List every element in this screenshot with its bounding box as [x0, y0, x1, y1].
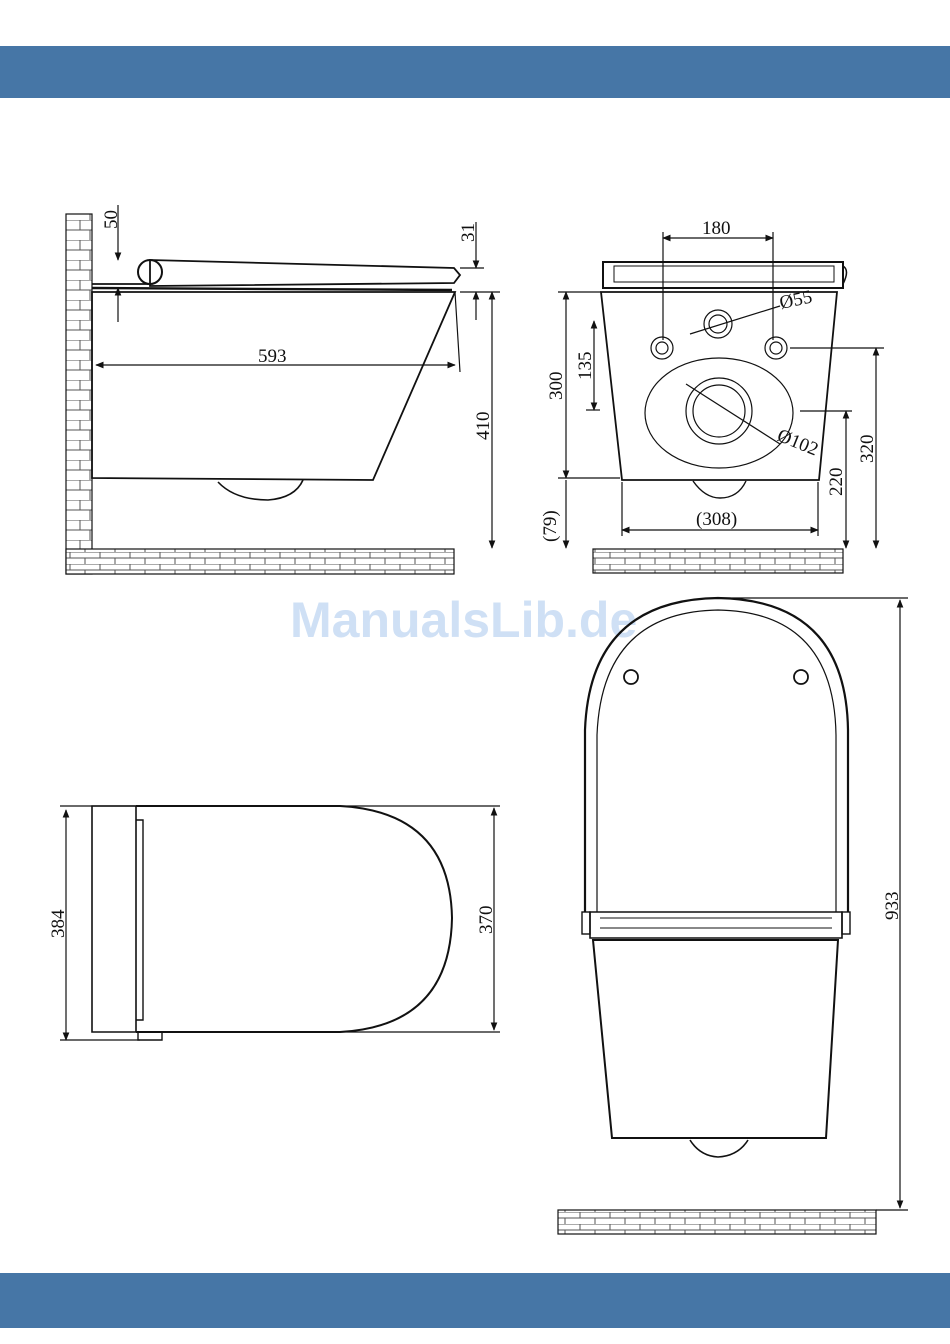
front-dim-308: (308) [696, 509, 737, 530]
side-dim-593: 593 [258, 346, 287, 367]
top-dim-370: 370 [476, 906, 497, 935]
wall-bricks [66, 214, 92, 574]
watermark: ManualsLib.de [290, 592, 637, 648]
front-dim-d102: Ø102 [774, 425, 821, 460]
seat-lid [92, 260, 460, 286]
outlet-pipe [686, 378, 752, 444]
front-dim-220: 220 [826, 468, 847, 497]
outlet-ellipse [645, 358, 793, 468]
side-view [66, 205, 500, 574]
side-dim-50: 50 [101, 210, 122, 229]
bowl-outlet [218, 480, 303, 500]
front-dim-135: 135 [575, 352, 596, 381]
front-floor-bricks [593, 549, 843, 573]
mount-hole-left [651, 337, 673, 359]
front-dim-180: 180 [702, 218, 731, 239]
top-lid-outline [92, 806, 136, 1032]
front-dim-300: 300 [546, 372, 567, 401]
mount-hole-center [704, 310, 732, 338]
front-dim-320: 320 [857, 435, 878, 464]
open-lid-view [558, 598, 908, 1234]
top-dim-384: 384 [48, 909, 69, 938]
mount-hole-right [765, 337, 787, 359]
open-seat [590, 912, 842, 938]
side-dim-410: 410 [473, 412, 494, 441]
open-bowl [593, 940, 838, 1138]
front-dim-79: (79) [540, 510, 561, 542]
lid-bumper-right [794, 670, 808, 684]
open-dim-933: 933 [882, 892, 903, 921]
lid-bumper-left [624, 670, 638, 684]
top-view [60, 806, 500, 1040]
floor-bricks [66, 549, 454, 574]
bowl-profile [92, 292, 455, 480]
front-dim-d55: Ø55 [778, 287, 814, 314]
open-floor-bricks [558, 1210, 876, 1234]
side-dim-31: 31 [458, 223, 479, 242]
